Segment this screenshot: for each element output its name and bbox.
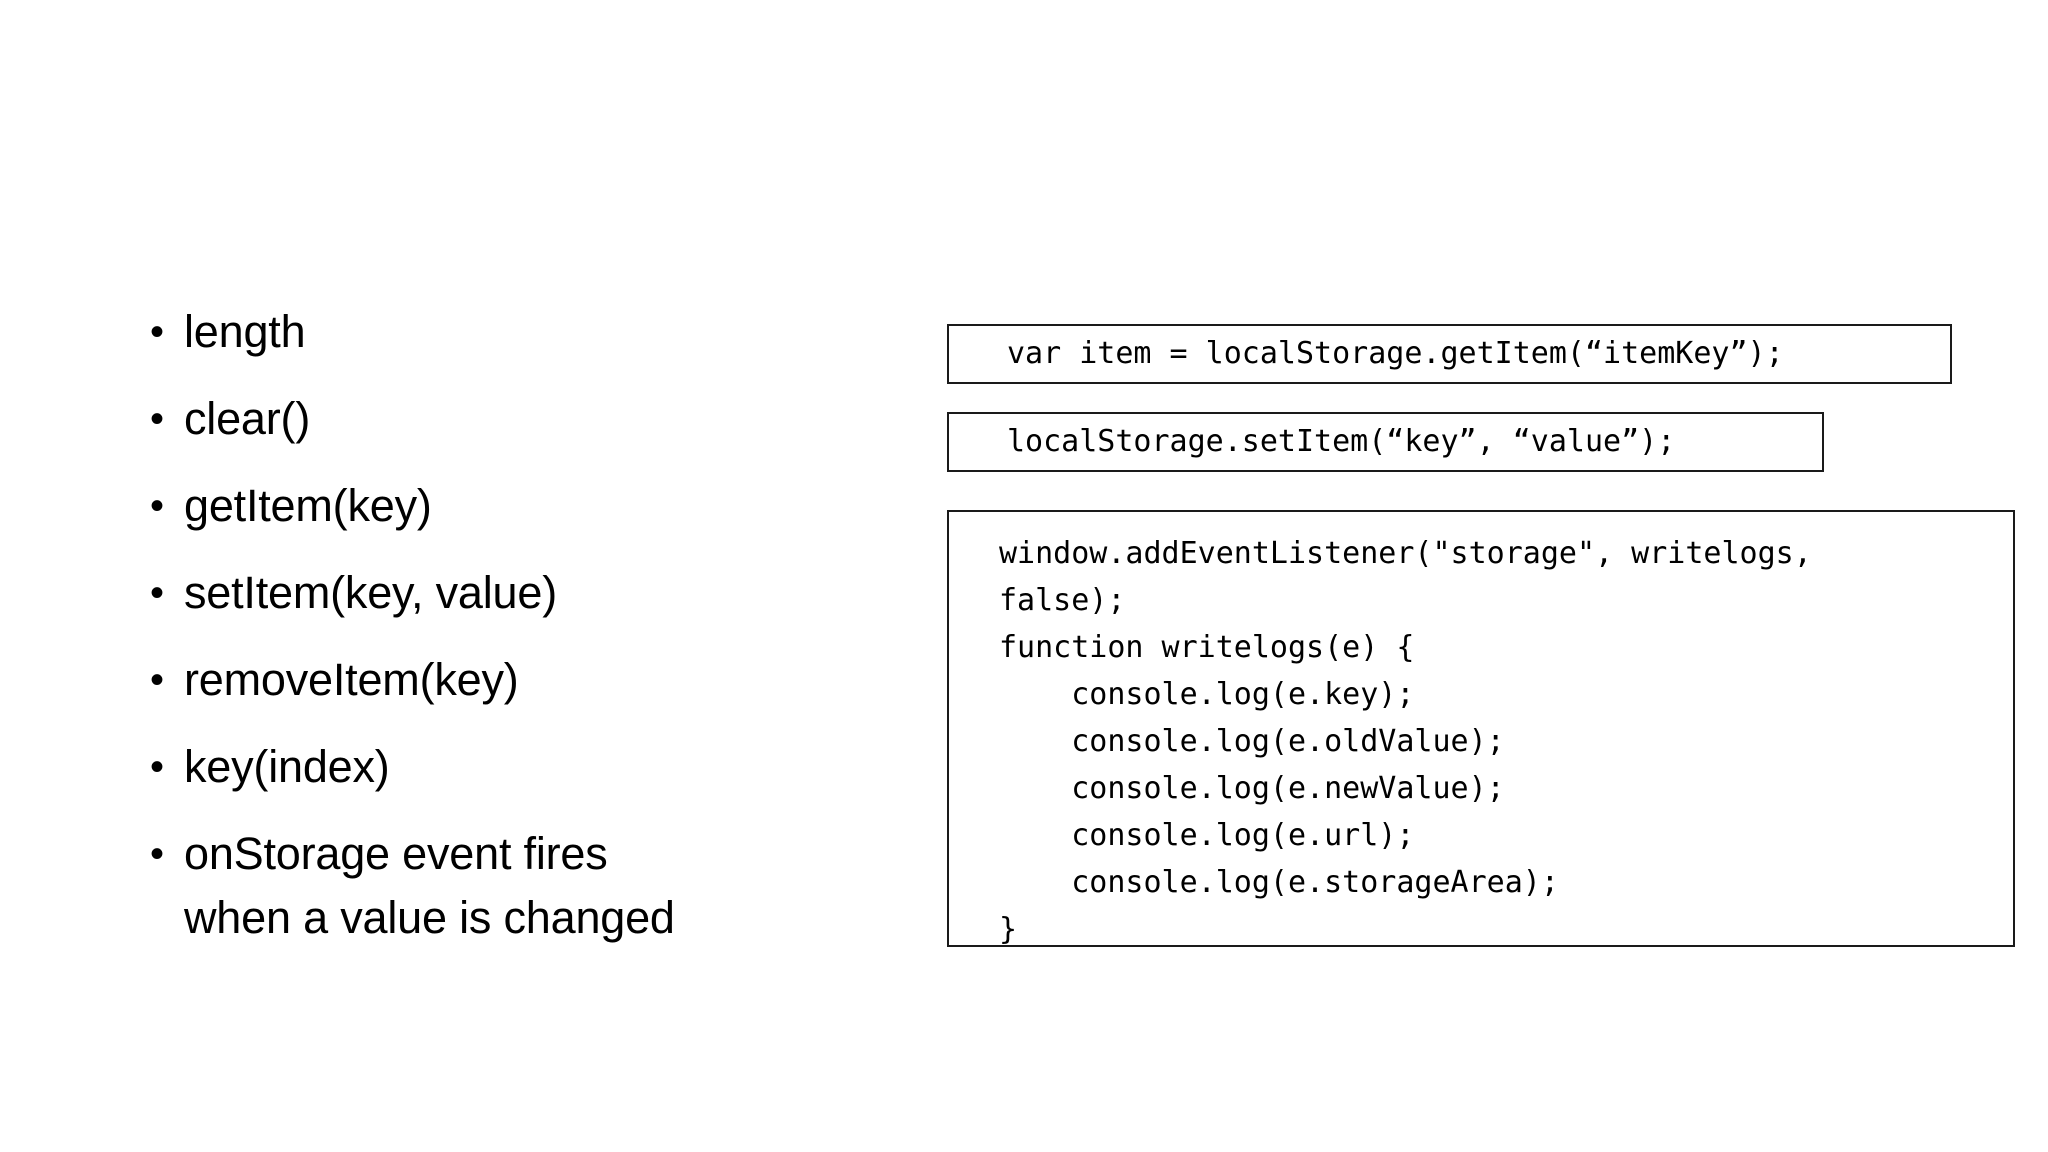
bullet-marker-icon: • (150, 832, 164, 876)
code-text-setitem: localStorage.setItem(“key”, “value”); (1007, 424, 1676, 459)
code-text-getitem: var item = localStorage.getItem(“itemKey… (1007, 336, 1784, 371)
list-item: • key(index) (150, 735, 850, 799)
bullet-marker-icon: • (150, 310, 164, 354)
code-box-setitem: localStorage.setItem(“key”, “value”); (947, 412, 1824, 472)
list-item: • setItem(key, value) (150, 561, 850, 625)
list-item: • getItem(key) (150, 474, 850, 538)
bullet-item-label-length: length (184, 306, 306, 357)
bullet-marker-icon: • (150, 658, 164, 702)
bullet-marker-icon: • (150, 745, 164, 789)
bullet-item-label-key: key(index) (184, 741, 390, 792)
bullet-item-label-clear: clear() (184, 393, 311, 444)
list-item: • clear() (150, 387, 850, 451)
bullet-marker-icon: • (150, 571, 164, 615)
list-item: • removeItem(key) (150, 648, 850, 712)
code-box-getitem: var item = localStorage.getItem(“itemKey… (947, 324, 1952, 384)
code-text-storage-listener: window.addEventListener("storage", write… (999, 536, 1812, 947)
bullet-item-label-removeitem: removeItem(key) (184, 654, 519, 705)
bullet-list: • length • clear() • getItem(key) • setI… (150, 300, 850, 950)
bullet-marker-icon: • (150, 484, 164, 528)
bullet-item-label-setitem: setItem(key, value) (184, 567, 557, 618)
list-item: • length (150, 300, 850, 364)
bullet-item-label-getitem: getItem(key) (184, 480, 432, 531)
code-box-storage-listener: window.addEventListener("storage", write… (947, 510, 2015, 947)
list-item: • onStorage event fires when a value is … (150, 822, 850, 950)
bullet-item-label-onstorage: onStorage event fires when a value is ch… (184, 828, 675, 943)
bullet-marker-icon: • (150, 397, 164, 441)
